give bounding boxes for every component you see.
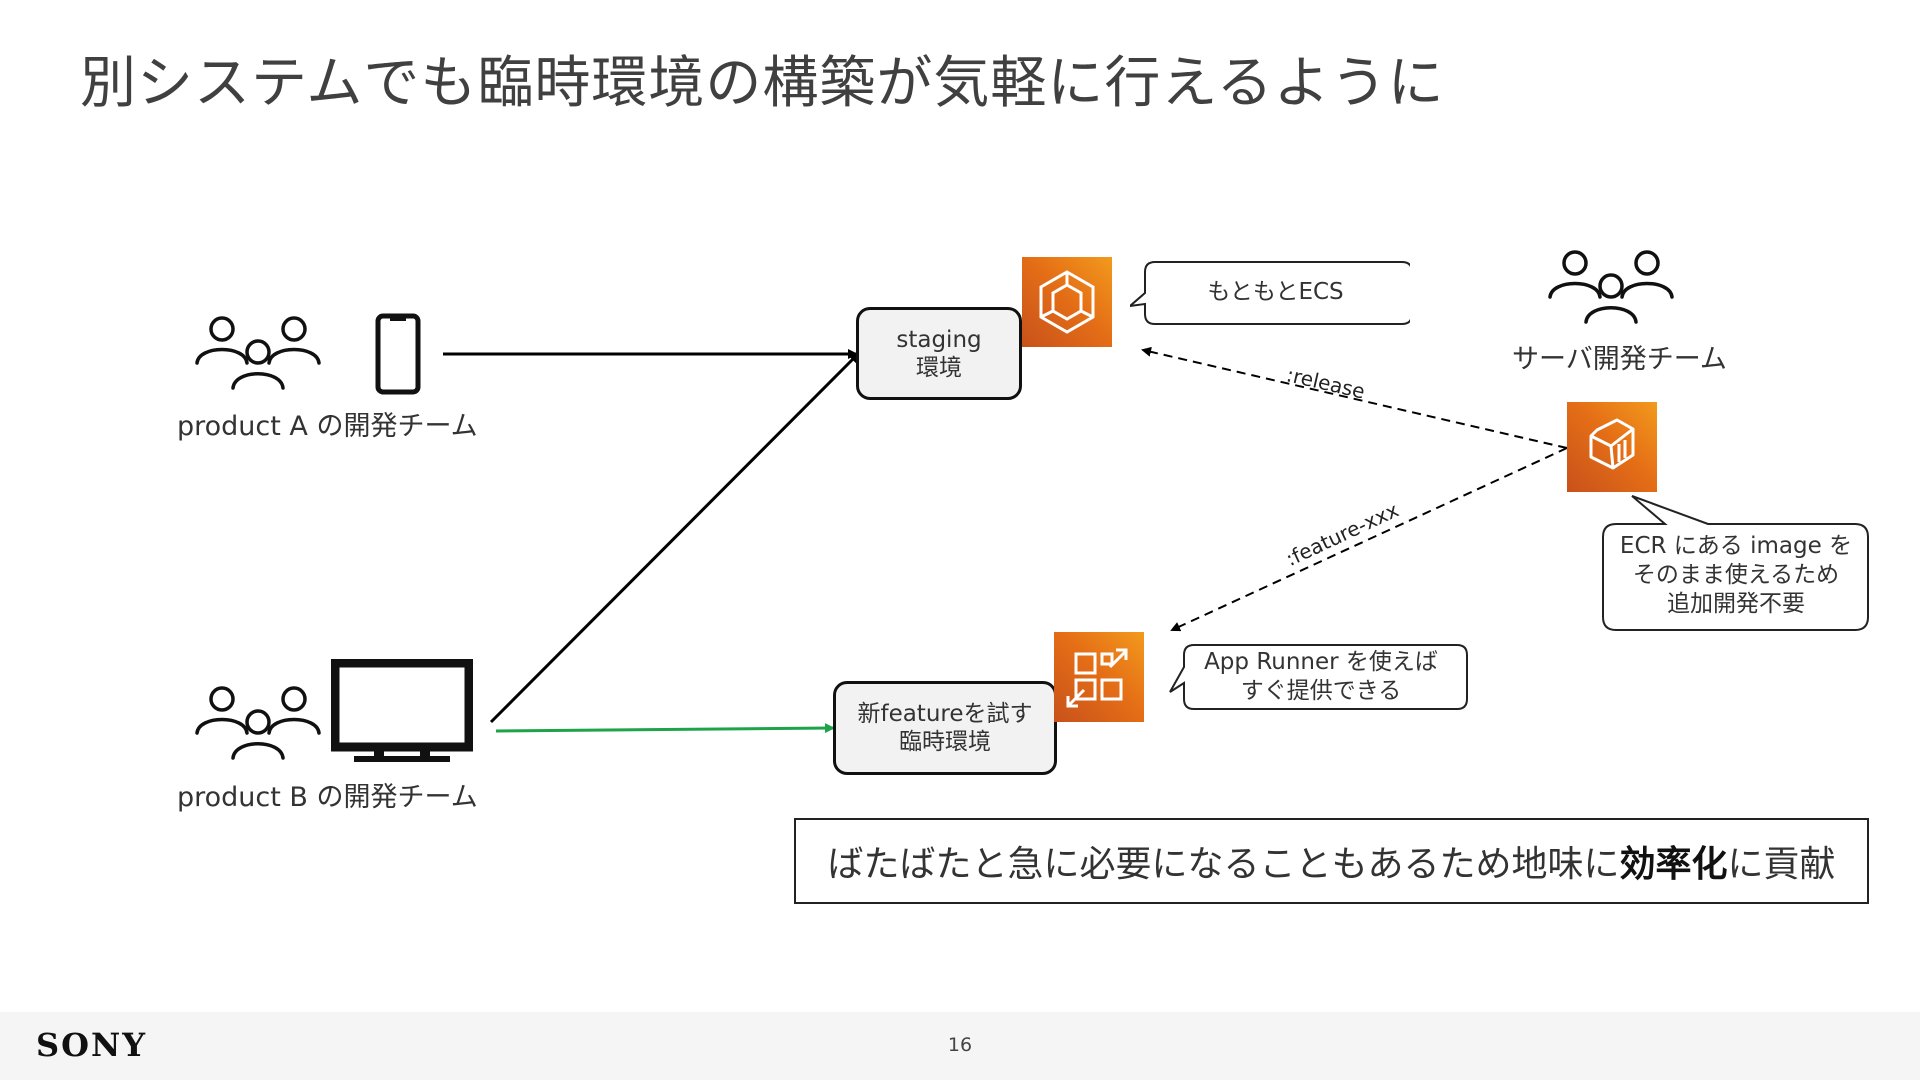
summary-emphasis: 効率化 bbox=[1619, 844, 1728, 885]
callout-app-runner-bubble bbox=[1169, 644, 1468, 710]
aws-app-runner-icon bbox=[1054, 632, 1144, 722]
team-label-product-b: product B の開発チーム bbox=[177, 782, 478, 813]
callout-ecs-bubble bbox=[1130, 261, 1410, 325]
aws-ecs-icon bbox=[1022, 257, 1112, 347]
team-label-product-a: product A の開発チーム bbox=[177, 411, 478, 442]
footer-bar bbox=[0, 1012, 1920, 1080]
people-group-icon bbox=[195, 686, 321, 760]
smartphone-icon bbox=[375, 313, 421, 395]
callout-ecr-line-2: そのまま使えるため bbox=[1632, 562, 1840, 588]
arrow-ecr-to-app-runner-feature bbox=[1170, 447, 1568, 632]
summary-suffix: に貢献 bbox=[1727, 844, 1836, 885]
staging-env-line-1: staging bbox=[896, 326, 982, 353]
staging-environment-box: staging 環境 bbox=[856, 307, 1022, 400]
callout-ecs-text: もともとECS bbox=[1207, 279, 1344, 305]
callout-ecr-bubble bbox=[1602, 495, 1869, 631]
callout-ecr-line-3: 追加開発不要 bbox=[1667, 591, 1805, 617]
summary-prefix: ばたばたと急に必要になることもあるため地味に bbox=[827, 844, 1620, 885]
arrow-product-b-to-feature-env bbox=[495, 723, 835, 734]
staging-env-line-2: 環境 bbox=[916, 354, 962, 381]
feature-env-line-2: 臨時環境 bbox=[899, 729, 991, 755]
arrow-ecr-to-ecs-release bbox=[1141, 346, 1568, 449]
people-group-icon bbox=[195, 316, 321, 390]
callout-ecr: ECR にある image を そのまま使えるため 追加開発不要 bbox=[1605, 532, 1867, 619]
slide-title: 別システムでも臨時環境の構築が気軽に行えるように bbox=[80, 51, 1445, 116]
feature-env-line-1: 新featureを試す bbox=[857, 701, 1033, 727]
sony-logo: SONY bbox=[36, 1026, 148, 1064]
summary-box: ばたばたと急に必要になることもあるため地味に効率化に貢献 bbox=[794, 818, 1869, 904]
people-group-icon bbox=[1548, 250, 1674, 324]
callout-app-runner-line-1: App Runner を使えば bbox=[1204, 649, 1438, 675]
monitor-icon bbox=[331, 659, 473, 762]
callout-app-runner-line-2: すぐ提供できる bbox=[1240, 678, 1402, 704]
feature-environment-box: 新featureを試す 臨時環境 bbox=[833, 681, 1057, 775]
page-number: 16 bbox=[947, 1034, 973, 1056]
callout-ecr-line-1: ECR にある image を bbox=[1619, 533, 1853, 559]
callout-app-runner: App Runner を使えば すぐ提供できる bbox=[1186, 648, 1456, 706]
team-label-server: サーバ開発チーム bbox=[1512, 344, 1727, 375]
aws-ecr-icon bbox=[1567, 402, 1657, 492]
arrow-product-b-to-staging bbox=[489, 352, 860, 724]
